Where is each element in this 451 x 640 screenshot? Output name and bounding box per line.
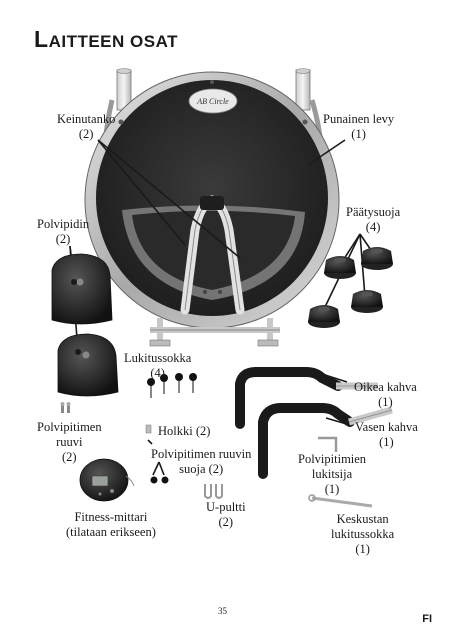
label-u-pultti: U-pultti(2) <box>206 500 246 529</box>
keskustan-lukitussokka <box>308 494 373 508</box>
label-vasen-kahva: Vasen kahva(1) <box>355 420 418 449</box>
polvipidin-knee-pads <box>51 253 119 397</box>
polvipitimen-ruuvin-suoja-covers <box>150 476 169 484</box>
oikea-kahva-handle <box>235 367 378 429</box>
label-keinutanko: Keinutanko(2) <box>57 112 116 141</box>
label-paatysuoja: Päätysuoja(4) <box>346 205 401 234</box>
u-pultti-bolts <box>204 484 223 499</box>
page-number: 35 <box>218 606 227 616</box>
brand-logo-text: AB Circle <box>196 97 229 106</box>
keinutanko-rockers <box>149 195 280 347</box>
label-fitness-mittari: Fitness-mittari(tilataan erikseen) <box>66 510 156 539</box>
vasen-kahva-handle <box>258 403 393 479</box>
page-title: LAITTEEN OSAT <box>34 26 178 53</box>
language-code: FI <box>422 613 432 625</box>
polvipitimien-lukitsija <box>318 436 338 452</box>
title-rest: AITTEEN OSAT <box>48 32 178 51</box>
label-punainen-levy: Punainen levy(1) <box>323 112 395 141</box>
label-polvipidin: Polvipidin(2) <box>37 217 90 246</box>
label-oikea-kahva: Oikea kahva(1) <box>354 380 417 409</box>
label-holkki: Holkki (2) <box>158 424 211 438</box>
fitness-mittari-meter <box>79 458 135 502</box>
label-lukitussokka: Lukitussokka(4) <box>124 351 192 380</box>
paatysuoja-end-caps <box>308 247 393 328</box>
lukitussokka-pins <box>147 373 197 398</box>
brand-logo <box>188 88 238 114</box>
title-initial: L <box>34 26 49 52</box>
polvipitimen-ruuvi-screws <box>60 402 71 413</box>
holkki-bushing <box>145 424 152 434</box>
